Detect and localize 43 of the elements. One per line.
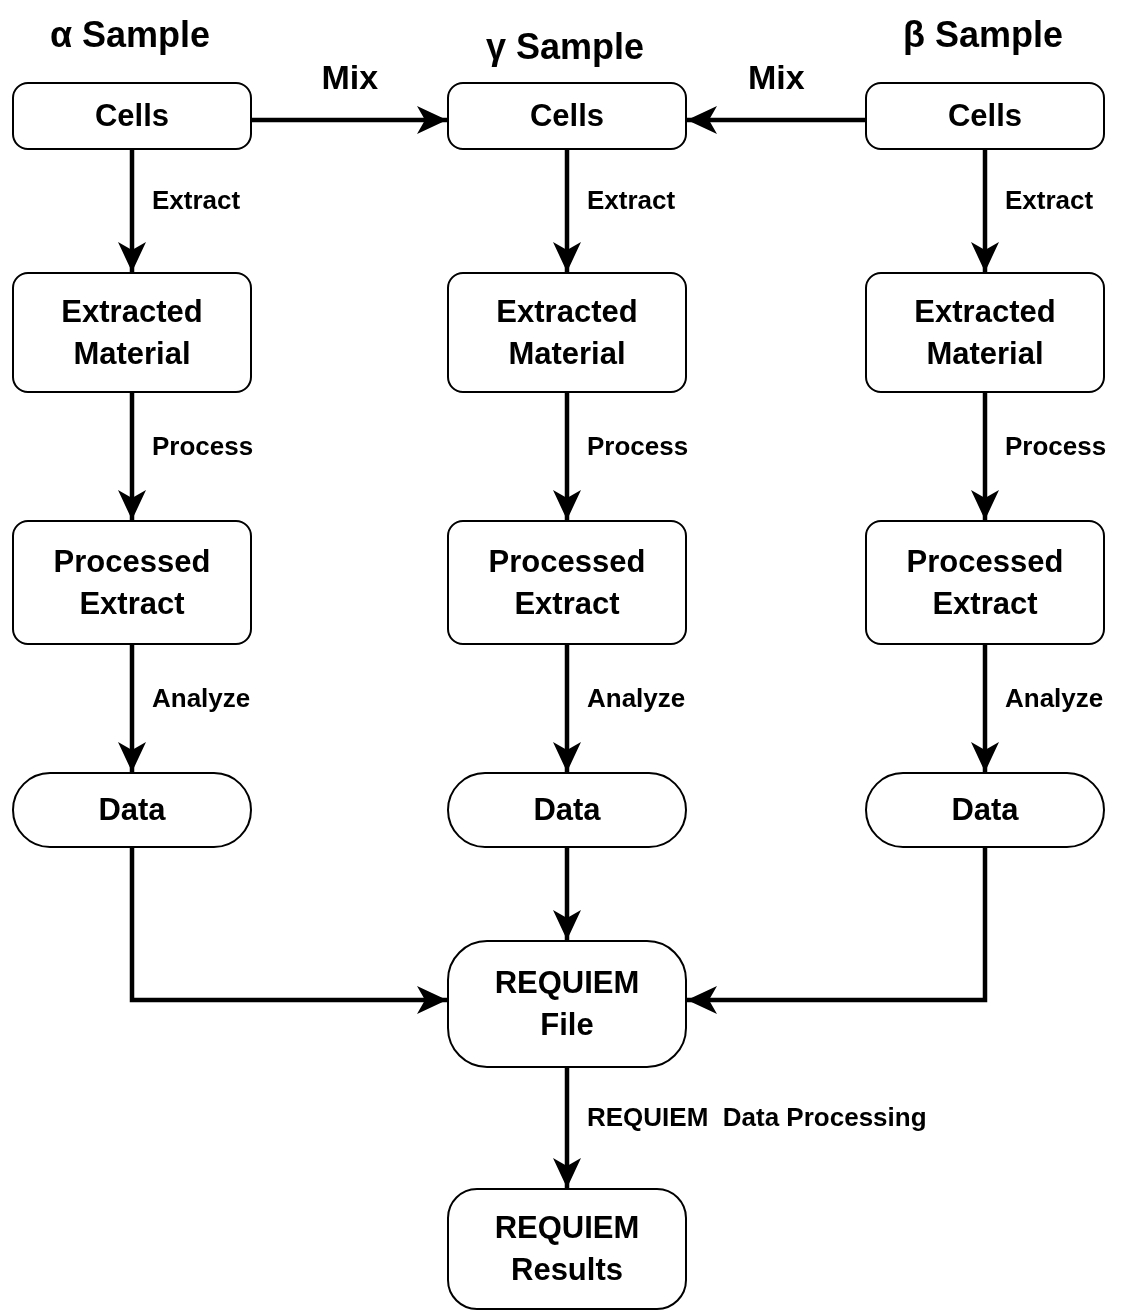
process-box [12,272,252,393]
terminal-box [447,940,687,1068]
node-label: Cells [93,97,171,135]
process-box [865,272,1105,393]
node-label: REQUIEM Results [493,1209,641,1289]
node-label: Extracted Material [913,292,1057,373]
arrow [971,150,999,272]
process-box [865,82,1105,150]
arrow [553,393,581,520]
arrow [118,645,146,772]
arrow [129,848,447,1014]
arrow [553,848,581,940]
arrow [252,106,447,134]
arrow [971,645,999,772]
node-label: Processed Extract [52,542,212,623]
node-label: REQUIEM File [493,964,641,1044]
column-heading: β Sample [903,14,1063,56]
node-label: Data [532,791,602,829]
process-box [447,272,687,393]
arrow [553,1068,581,1188]
process-box [12,520,252,645]
node-label: Processed Extract [487,542,647,623]
node-label: Data [97,791,167,829]
column-heading: α Sample [49,14,211,56]
node-label: Cells [528,97,606,135]
arrow [687,106,865,134]
process-box [865,520,1105,645]
process-box [447,520,687,645]
node-label: Extracted Material [60,292,204,373]
column-heading: γ Sample [485,26,645,68]
arrow [971,393,999,520]
node-label: Processed Extract [905,542,1065,623]
arrow [118,150,146,272]
arrow [553,645,581,772]
process-box [12,82,252,150]
node-label: Extracted Material [495,292,639,373]
arrow [553,150,581,272]
process-box [447,82,687,150]
node-label: Data [950,791,1020,829]
arrow [118,393,146,520]
arrow [687,848,988,1014]
process-box [447,1188,687,1310]
node-label: Cells [946,97,1024,135]
